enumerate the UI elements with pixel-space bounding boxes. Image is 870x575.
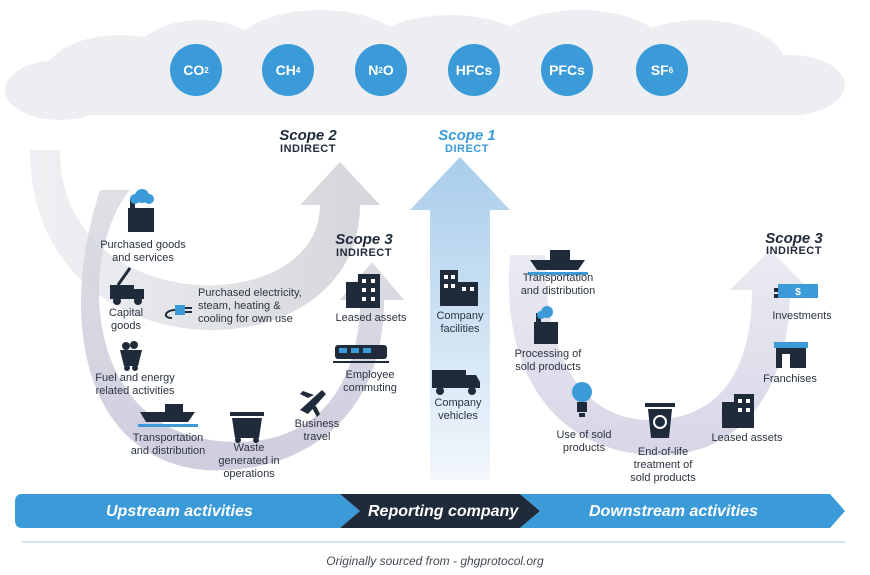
scope3-downstream-subtitle: INDIRECT [766, 245, 822, 257]
waste-bin-icon [230, 412, 264, 443]
storefront-icon [774, 342, 808, 368]
label-use-of-products: Use of sold products [556, 429, 612, 454]
label-company-facilities: Company facilities [436, 310, 484, 335]
label-purchased-goods: Purchased goods and services [100, 239, 186, 264]
scope1-title: Scope 1 [438, 127, 496, 144]
dollar-sign: $ [795, 287, 801, 298]
cloud-background [5, 10, 845, 120]
label-purchased-electricity: Purchased electricity, steam, heating & … [198, 287, 302, 325]
processing-factory-icon [534, 306, 558, 344]
recycle-bin-icon [645, 403, 675, 438]
label-upstream-leased-assets: Leased assets [335, 312, 407, 324]
scope3-downstream-title: Scope 3 [765, 230, 823, 247]
label-processing: Processing of sold products [514, 348, 582, 373]
scope3-upstream-subtitle: INDIRECT [336, 247, 392, 259]
cargo-ship-icon [528, 250, 588, 275]
label-capital-goods: Capital goods [108, 307, 144, 332]
label-employee-commuting: Employee commuting [343, 369, 397, 394]
label-waste: Waste generated in operations [218, 442, 280, 480]
scope2-title: Scope 2 [279, 127, 337, 144]
upstream-arrow [81, 190, 404, 471]
leased-building-icon [346, 274, 380, 308]
coal-cart-icon [120, 341, 142, 371]
crane-truck-icon [110, 267, 144, 305]
label-franchises: Franchises [763, 373, 817, 385]
facility-building-icon [440, 270, 478, 306]
gas-hfcs: HFCs [448, 44, 500, 96]
scope1-arrow [410, 157, 510, 480]
scope2-subtitle: INDIRECT [280, 143, 336, 155]
plug-icon [164, 305, 192, 319]
label-fuel-energy: Fuel and energy related activities [95, 372, 175, 397]
label-company-vehicles: Company vehicles [434, 397, 482, 422]
train-icon [333, 345, 389, 363]
label-business-travel: Business travel [294, 418, 340, 443]
label-end-of-life: End-of-life treatment of sold products [630, 446, 696, 484]
label-downstream-transport: Transportation and distribution [520, 272, 596, 297]
label-upstream-transport: Transportation and distribution [130, 432, 206, 457]
band-upstream: Upstream activities [106, 503, 253, 520]
scope1-subtitle: DIRECT [445, 143, 489, 155]
ship-icon [138, 404, 198, 427]
label-downstream-leased-assets: Leased assets [711, 432, 783, 444]
money-stack-icon: $ [774, 284, 818, 298]
activity-band [15, 494, 845, 528]
factory-icon [128, 189, 154, 232]
airplane-icon [300, 390, 326, 417]
source-footer: Originally sourced from - ghgprotocol.or… [326, 554, 544, 568]
label-investments: Investments [772, 310, 832, 322]
scope3-upstream-title: Scope 3 [335, 231, 393, 248]
truck-icon [432, 370, 480, 395]
band-reporting: Reporting company [368, 503, 519, 520]
band-downstream: Downstream activities [589, 503, 758, 520]
lightbulb-icon [572, 382, 592, 417]
downstream-building-icon [722, 394, 754, 428]
gas-pfcs: PFCs [541, 44, 593, 96]
